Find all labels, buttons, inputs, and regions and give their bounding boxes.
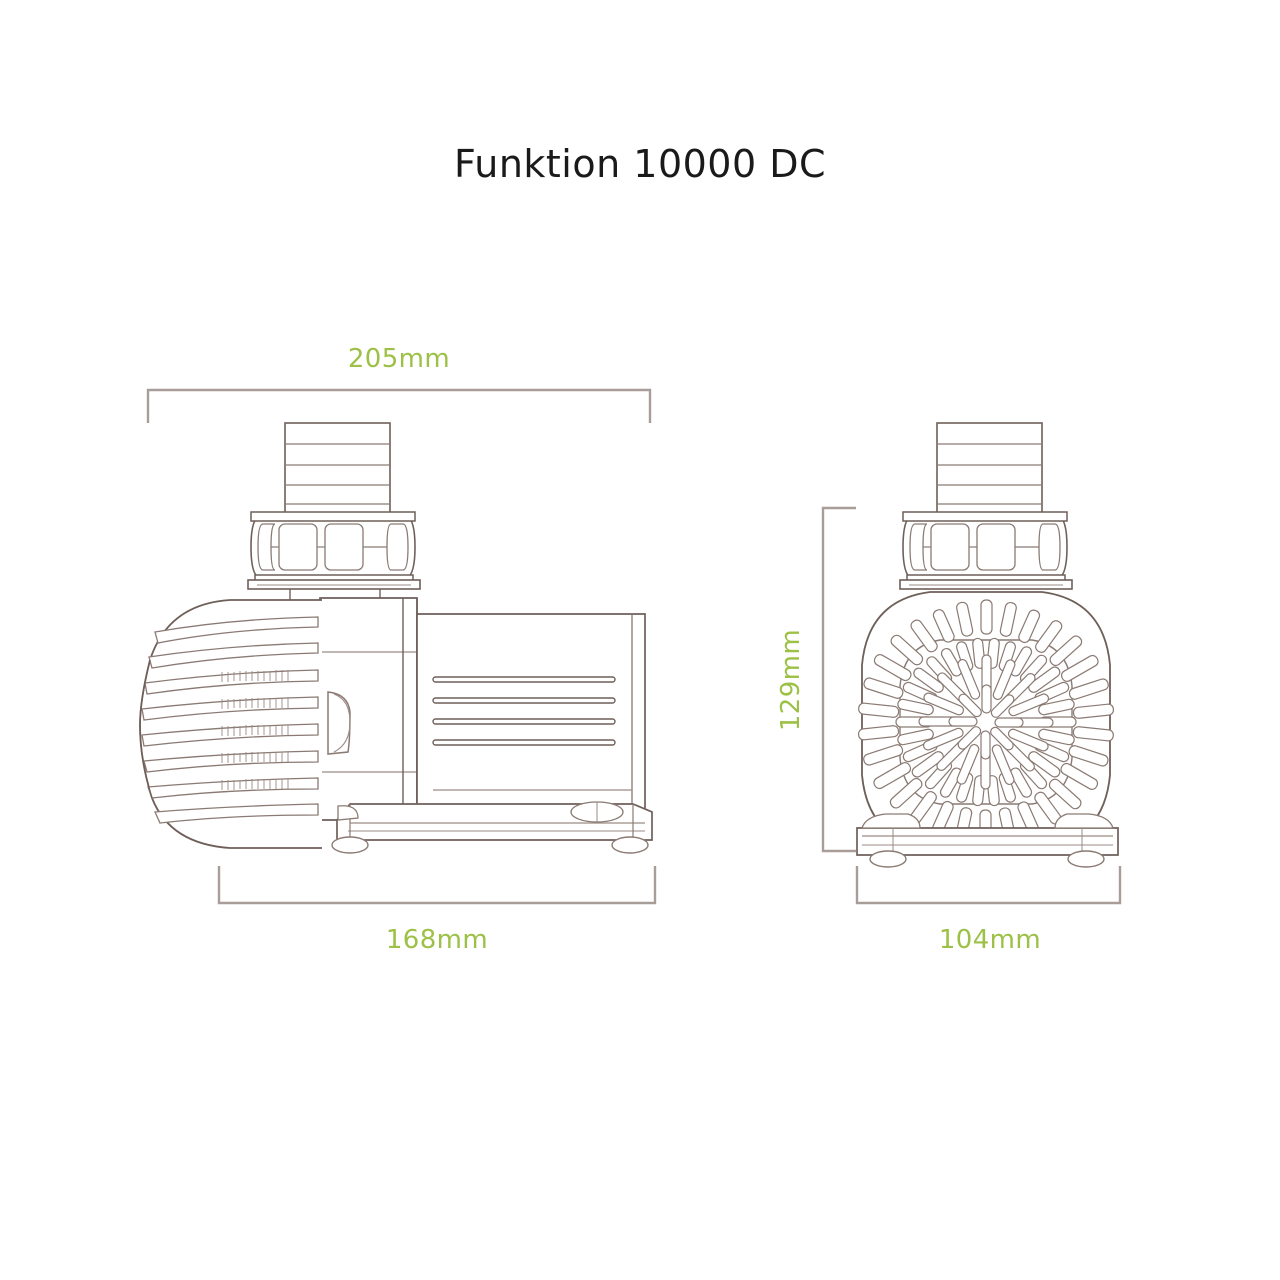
mounting-base-plate [856, 813, 1119, 856]
sealing-flange [247, 574, 421, 590]
intake-strainer-grille [857, 591, 1115, 849]
side-elevation-view: 205mm [139, 344, 657, 955]
dimension-overall-length: 168mm [217, 866, 657, 955]
dimension-label-104mm: 104mm [939, 925, 1041, 955]
union-nut-knurled [250, 511, 416, 579]
union-nut-knurled [902, 511, 1068, 579]
intake-strainer-cage [139, 599, 322, 849]
motor-body-finned [416, 613, 646, 820]
sealing-flange [899, 574, 1073, 590]
dimension-label-205mm: 205mm [348, 344, 450, 374]
front-elevation-view: 129mm [776, 422, 1122, 955]
dimension-overall-height: 205mm [146, 344, 652, 423]
dimension-front-width: 104mm [855, 866, 1122, 955]
suction-cup-feet [331, 805, 649, 854]
pump-housing [319, 597, 418, 826]
cooling-fins [432, 676, 616, 746]
mounting-base-plate [336, 801, 653, 841]
dimension-label-168mm: 168mm [386, 925, 488, 955]
dimension-label-129mm: 129mm [776, 629, 806, 731]
dimension-front-height: 129mm [776, 506, 856, 853]
page-title: Funktion 10000 DC [453, 142, 827, 186]
suction-cup-feet [869, 850, 1105, 868]
